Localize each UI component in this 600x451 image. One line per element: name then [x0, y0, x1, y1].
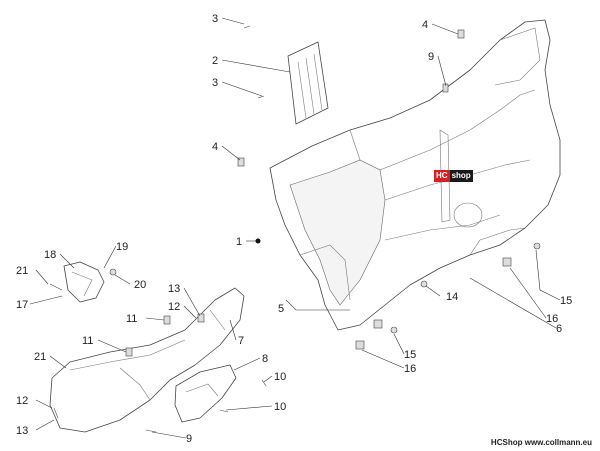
shop-badge: HC shop: [434, 170, 473, 182]
callout-16-right: 16: [546, 313, 558, 325]
hardware: [49, 25, 541, 433]
callout-15-lower: 15: [404, 349, 416, 361]
callout-5: 5: [278, 303, 284, 315]
callout-12-upper: 12: [168, 301, 180, 313]
small-cover: [174, 364, 237, 423]
callout-2: 2: [212, 55, 218, 67]
footer-site: www.collmann.eu: [524, 438, 592, 447]
callout-17: 17: [16, 299, 28, 311]
footer-credit: HCShop www.collmann.eu: [491, 438, 592, 447]
badge-shop: shop: [449, 170, 473, 182]
callout-20: 20: [134, 279, 146, 291]
callout-16-lower: 16: [404, 363, 416, 375]
callout-13-upper: 13: [168, 283, 180, 295]
callout-11-upper: 11: [126, 313, 137, 325]
callout-1: 1: [236, 236, 242, 248]
callout-12-lower: 12: [16, 395, 28, 407]
callout-8: 8: [262, 353, 268, 365]
side-panel-main: [269, 19, 561, 331]
callout-6: 6: [556, 323, 562, 335]
callout-13-lower: 13: [16, 425, 28, 437]
callout-10-lower: 10: [274, 401, 286, 413]
callout-21-lower: 21: [34, 351, 46, 363]
callout-14: 14: [446, 291, 458, 303]
footer-brand: HCShop: [490, 438, 523, 447]
lower-panel: [49, 287, 245, 433]
callout-18: 18: [44, 249, 56, 261]
bracket-part: [63, 261, 105, 303]
callout-9-top: 9: [428, 51, 434, 63]
callout-4-right: 4: [422, 19, 428, 31]
callout-9-bottom: 9: [186, 433, 192, 445]
callout-7: 7: [238, 335, 244, 347]
callout-4-left: 4: [212, 141, 218, 153]
callout-3-top: 3: [212, 13, 218, 25]
leader-lines: [29, 17, 561, 439]
callout-10-upper: 10: [274, 371, 286, 383]
callout-11-lower: 11: [82, 335, 93, 347]
vent-grille: [287, 41, 329, 125]
part-1-marker: [255, 238, 261, 244]
callout-19: 19: [116, 241, 128, 253]
callout-15-right: 15: [560, 295, 572, 307]
callout-labels: 3 2 3 4 4 9 1 5 14 15 16 6 15 16 18 19 2…: [16, 13, 572, 445]
callout-3-mid: 3: [212, 77, 218, 89]
badge-hc: HC: [434, 170, 450, 182]
callout-21-top: 21: [16, 265, 28, 277]
